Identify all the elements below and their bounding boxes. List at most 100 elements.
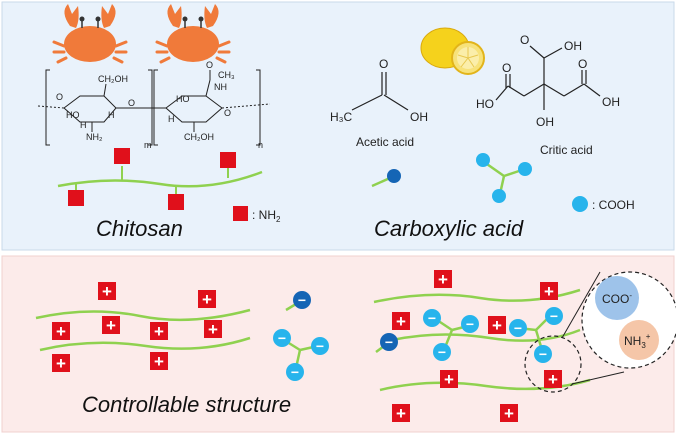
svg-text:+: + (154, 322, 164, 341)
svg-text:−: − (539, 346, 547, 362)
atom-oh: OH (410, 110, 428, 124)
atom-o: O (56, 92, 63, 102)
chitosan-label: Chitosan (96, 216, 183, 241)
nh2-legend: : NH2 (252, 208, 281, 224)
citrate-ion: − (534, 345, 552, 363)
citric-acid-label: Critic acid (540, 143, 593, 157)
svg-text:−: − (514, 320, 522, 336)
nh3-plus-square: + (544, 370, 562, 389)
svg-text:+: + (106, 316, 116, 335)
svg-text:−: − (428, 310, 436, 326)
nh3-plus-square: + (150, 322, 168, 341)
atom-ch3: CH₃ (218, 70, 235, 80)
chitosan-chain (35, 308, 251, 322)
atom-o: O (520, 33, 529, 47)
zoom-line (571, 371, 625, 385)
svg-text:−: − (298, 292, 306, 308)
svg-text:−: − (316, 338, 324, 354)
acetic-acid-structure: O H₃C OH (330, 57, 428, 124)
nh3-plus-square: + (440, 370, 458, 389)
svg-text:−: − (466, 316, 474, 332)
atom-o: O (379, 57, 388, 71)
nh3-plus-square: + (540, 282, 558, 301)
atom-ho: HO (176, 94, 190, 104)
nh3-plus-square: + (434, 270, 452, 289)
chitosan-structure: CH₂OH O HO H NH₂ H O m HO H NH O CH₃ O C… (37, 60, 271, 150)
nh3-plus-square: + (198, 290, 216, 309)
nh2-square (168, 194, 184, 210)
acetic-tail (285, 302, 297, 312)
atom-oh: OH (602, 95, 620, 109)
atom-o: O (224, 108, 231, 118)
nh3-plus-square: + (500, 404, 518, 423)
svg-text:+: + (544, 282, 554, 301)
nh2-square (220, 152, 236, 168)
citrate-ion: − (286, 363, 304, 381)
atom-oh: OH (564, 39, 582, 53)
atom-ho: HO (476, 97, 494, 111)
chitosan-chain (57, 170, 263, 188)
svg-text:+: + (444, 370, 454, 389)
svg-text:+: + (396, 404, 406, 423)
atom-h: H (80, 120, 87, 130)
carboxylic-acid-label: Carboxylic acid (374, 216, 524, 241)
svg-text:+: + (56, 322, 66, 341)
acetic-acid-label: Acetic acid (356, 135, 414, 149)
acetate-ion: − (380, 333, 398, 351)
svg-text:−: − (291, 364, 299, 380)
atom-ho: HO (66, 110, 80, 120)
svg-text:+: + (102, 282, 112, 301)
nh3-circle (619, 320, 659, 360)
nh2-square (68, 190, 84, 206)
svg-text:+: + (208, 320, 218, 339)
nh3-plus-square: + (392, 312, 410, 331)
repeat-n: n (258, 140, 263, 150)
atom-nh2: NH₂ (86, 132, 103, 142)
acetic-acid-dot (387, 169, 401, 183)
svg-text:−: − (385, 334, 393, 350)
nh3-label: NH3+ (624, 332, 651, 350)
atom-nh: NH (214, 82, 227, 92)
crab-icon (52, 4, 128, 64)
citric-acid-structure: O HO O OH OH O OH (476, 33, 620, 129)
nh2-legend-square (233, 206, 248, 221)
atom-oh: OH (536, 115, 554, 129)
atom-o: O (578, 57, 587, 71)
nh2-square (114, 148, 130, 164)
chitosan-chain (391, 328, 581, 342)
svg-text:+: + (438, 270, 448, 289)
atom-o: O (128, 98, 135, 108)
nh3-plus-square: + (204, 320, 222, 339)
atom-ch2oh: CH₂OH (184, 132, 214, 142)
citrate-ion: − (423, 309, 441, 327)
crab-icon (155, 4, 231, 64)
nh3-plus-square: + (488, 316, 506, 335)
citrate-ion: − (545, 307, 563, 325)
citrate-ion: − (509, 319, 527, 337)
zoom-source-circle (524, 335, 582, 393)
citrate-ion: − (311, 337, 329, 355)
controllable-structure-label: Controllable structure (82, 392, 291, 417)
citrate-ion: − (433, 343, 451, 361)
nh3-plus-square: + (150, 352, 168, 371)
repeat-m: m (144, 140, 152, 150)
svg-text:+: + (154, 352, 164, 371)
coo-label: COO- (602, 291, 632, 306)
svg-text:+: + (202, 290, 212, 309)
svg-text:+: + (504, 404, 514, 423)
chitosan-chain (39, 336, 251, 352)
cooh-legend-dot (572, 196, 588, 212)
svg-text:+: + (492, 316, 502, 335)
svg-text:−: − (278, 330, 286, 346)
svg-text:+: + (396, 312, 406, 331)
lemon-icon (420, 27, 485, 75)
citrate-ion: − (273, 329, 291, 347)
atom-ch2oh: CH₂OH (98, 74, 128, 84)
citric-acid-symbol (476, 153, 532, 203)
svg-text:+: + (548, 370, 558, 389)
nh3-plus-square: + (52, 354, 70, 373)
atom-o: O (502, 61, 511, 75)
atom-h3c: H₃C (330, 110, 353, 124)
